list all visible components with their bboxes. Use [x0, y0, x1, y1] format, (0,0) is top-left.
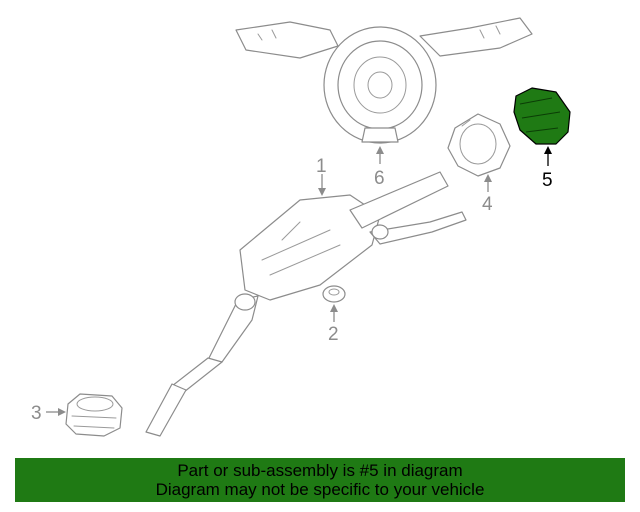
part-1-steering-column	[145, 171, 467, 437]
banner-line-2: Diagram may not be specific to your vehi…	[155, 480, 485, 499]
part-3-lock-housing	[65, 393, 123, 437]
callout-label-4: 4	[482, 194, 493, 215]
banner-line-1: Part or sub-assembly is #5 in diagram	[177, 461, 463, 480]
callout-label-5: 5	[542, 170, 553, 191]
part-2-grommet	[322, 285, 346, 303]
callout-label-6: 6	[374, 168, 385, 189]
info-banner: Part or sub-assembly is #5 in diagram Di…	[15, 458, 625, 502]
callout-label-3: 3	[31, 403, 42, 424]
part-5-cover-highlighted	[513, 87, 571, 145]
callout-label-2: 2	[328, 324, 339, 345]
part-6-combination-switch	[235, 17, 533, 144]
callout-leaders	[46, 146, 552, 416]
part-4-cover-ring	[447, 113, 511, 177]
callout-label-1: 1	[316, 156, 327, 177]
